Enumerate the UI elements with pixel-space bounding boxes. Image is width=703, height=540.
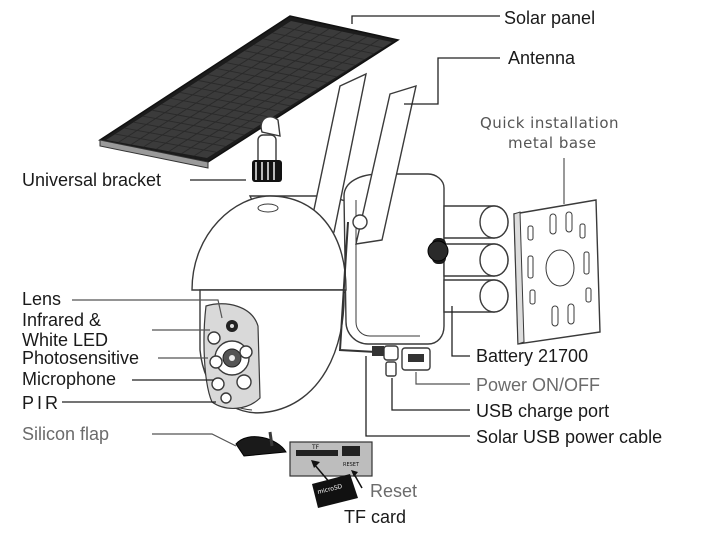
label-usb-charge-port: USB charge port [476, 401, 609, 421]
card-slot-illustration: TF RESET [289, 441, 373, 491]
label-infrared-2: White LED [22, 330, 108, 350]
solar-cell-column-line [142, 115, 245, 136]
solar-cell-column-line [179, 91, 282, 113]
solar-cell-column-line [244, 50, 346, 72]
label-infrared-1: Infrared & [22, 310, 101, 330]
label-power-switch: Power ON/OFF [476, 375, 600, 395]
battery-cells-illustration [443, 205, 509, 313]
solar-cell-column-line [253, 44, 356, 66]
solar-cell-column-line [226, 62, 328, 84]
metal-base-illustration [513, 199, 601, 345]
solar-cell-column-line [124, 127, 226, 147]
label-tf-card: TF card [344, 507, 406, 527]
silicon-flap-illustration [235, 431, 287, 457]
solar-cell-column-line [161, 103, 263, 124]
label-solar-panel: Solar panel [504, 8, 595, 28]
reset-slot-mark: RESET [343, 462, 360, 468]
label-reset: Reset [370, 481, 417, 501]
solar-cell-column-line [235, 56, 337, 78]
label-antenna: Antenna [508, 48, 576, 68]
solar-cell-column-line [170, 97, 272, 118]
label-photosensitive: Photosensitive [22, 348, 139, 368]
tf-slot-mark: TF [311, 444, 320, 451]
solar-cell-column-line [281, 26, 383, 49]
label-pir: PIR [22, 393, 61, 413]
solar-cell-column-line [133, 121, 235, 142]
camera-dome-illustration [191, 195, 347, 414]
label-solar-usb-cable: Solar USB power cable [476, 427, 662, 447]
solar-cell-column-line [152, 109, 254, 130]
solar-cell-column-line [272, 32, 374, 55]
universal-bracket-illustration [252, 116, 282, 182]
solar-cell-column-line [207, 74, 309, 95]
solar-cell-column-line [189, 86, 291, 107]
label-quick-base-1: Quick installation [480, 114, 619, 132]
label-lens: Lens [22, 289, 61, 309]
solar-cell-column-line [198, 80, 300, 101]
label-microphone: Microphone [22, 369, 116, 389]
tf-card-illustration: microSD [312, 474, 358, 508]
antenna-illustration [307, 72, 417, 245]
usb-port-illustration [383, 345, 431, 377]
leader-lines [62, 15, 565, 447]
label-silicon-flap: Silicon flap [22, 424, 109, 444]
solar-cable-illustration [338, 221, 384, 356]
solar-panel-illustration [98, 15, 400, 169]
solar-cell-column-line [115, 133, 217, 153]
solar-cell-column-line [216, 68, 319, 89]
callout-labels: Solar panel Antenna Quick installation m… [22, 8, 662, 527]
solar-cell-column-line [263, 38, 365, 60]
label-universal-bracket: Universal bracket [22, 170, 161, 190]
label-battery: Battery 21700 [476, 346, 588, 366]
label-quick-base-2: metal base [508, 134, 597, 152]
